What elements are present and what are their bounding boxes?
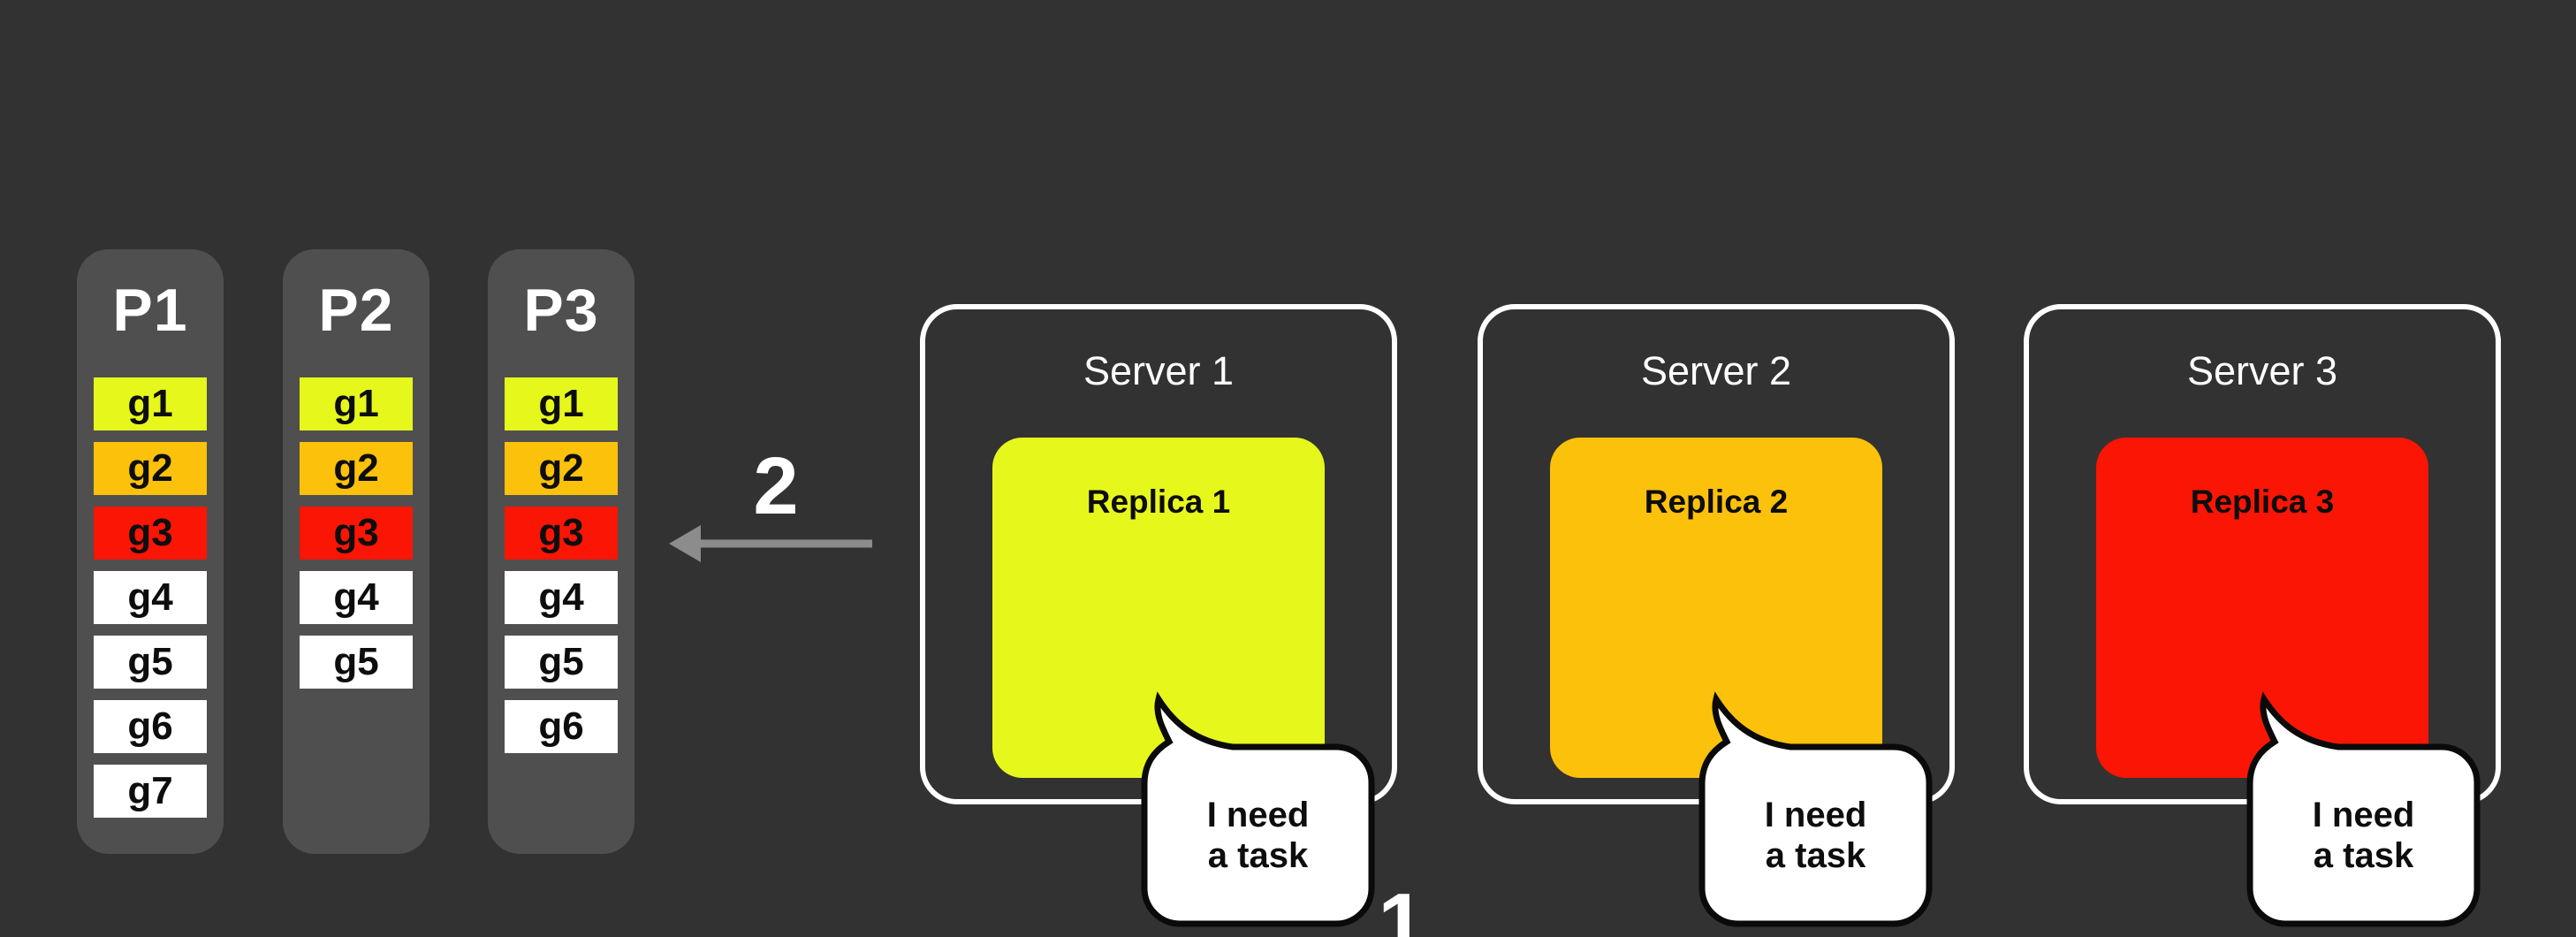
bubble-line-1: I need (1764, 795, 1867, 834)
task-chip-g6: g6 (94, 700, 207, 753)
task-chip-g1: g1 (505, 377, 618, 430)
task-chip-g4: g4 (300, 571, 413, 624)
bubble-line-2: a task (2313, 836, 2414, 875)
replica-3-title: Replica 3 (2190, 484, 2335, 520)
task-chip-g1: g1 (94, 377, 207, 430)
speech-bubble-1-outline (1141, 691, 1375, 927)
task-chip-g4: g4 (505, 571, 618, 624)
task-chip-g3: g3 (94, 507, 207, 560)
task-chip-g6: g6 (505, 700, 618, 753)
replica-3: Replica 3 (2096, 438, 2428, 778)
left-arrow-icon (669, 525, 872, 562)
task-chip-g1: g1 (300, 377, 413, 430)
task-chip-g2: g2 (505, 442, 618, 495)
task-chip-g5: g5 (505, 636, 618, 689)
task-chip-g5: g5 (300, 636, 413, 689)
task-chip-g4: g4 (94, 571, 207, 624)
server-1-title: Server 1 (1083, 348, 1235, 393)
partition-p3-title: P3 (523, 277, 599, 344)
partition-p1: P1 g1 g2 g3 g4 g5 g6 g7 (77, 249, 224, 854)
speech-bubble-3-outline (2246, 691, 2481, 927)
replica-2-title: Replica 2 (1644, 484, 1789, 520)
task-chip-g7: g7 (94, 765, 207, 818)
step-2-label: 2 (753, 441, 799, 531)
partition-p2-task-list: g1 g2 g3 g4 g5 (283, 377, 429, 689)
speech-bubble-2: I need a task (1698, 685, 1933, 927)
speech-bubble-2-text: I need a task (1702, 747, 1929, 924)
bubble-line-1: I need (1206, 795, 1310, 834)
speech-bubble-3-text: I need a task (2250, 747, 2477, 924)
task-chip-g2: g2 (94, 442, 207, 495)
bubble-line-2: a task (1765, 836, 1866, 875)
partition-p2-title: P2 (318, 277, 394, 344)
partition-p3: P3 g1 g2 g3 g4 g5 g6 (488, 249, 635, 854)
bubble-line-1: I need (2312, 795, 2415, 834)
partition-p1-task-list: g1 g2 g3 g4 g5 g6 g7 (77, 377, 224, 818)
speech-bubble-2-outline (1698, 691, 1933, 927)
server-3: Server 3 Replica 3 (2024, 304, 2501, 804)
bubble-line-2: a task (1207, 836, 1309, 875)
step-1-label: 1 (1378, 876, 1425, 937)
speech-bubble-1-text: I need a task (1144, 747, 1372, 924)
server-2-title: Server 2 (1640, 348, 1792, 393)
task-chip-g3: g3 (505, 507, 618, 560)
task-chip-g2: g2 (300, 442, 413, 495)
partition-p2: P2 g1 g2 g3 g4 g5 (283, 249, 429, 854)
partition-p1-title: P1 (112, 277, 188, 344)
task-chip-g5: g5 (94, 636, 207, 689)
task-chip-g3: g3 (300, 507, 413, 560)
server-3-title: Server 3 (2186, 348, 2338, 393)
replica-1-title: Replica 1 (1086, 484, 1231, 520)
speech-bubble-3: I need a task (2246, 685, 2481, 927)
partition-p3-task-list: g1 g2 g3 g4 g5 g6 (488, 377, 635, 753)
replica-1: Replica 1 (992, 438, 1325, 778)
speech-bubble-1: I need a task (1141, 685, 1375, 927)
server-1: Server 1 Replica 1 (920, 304, 1397, 804)
